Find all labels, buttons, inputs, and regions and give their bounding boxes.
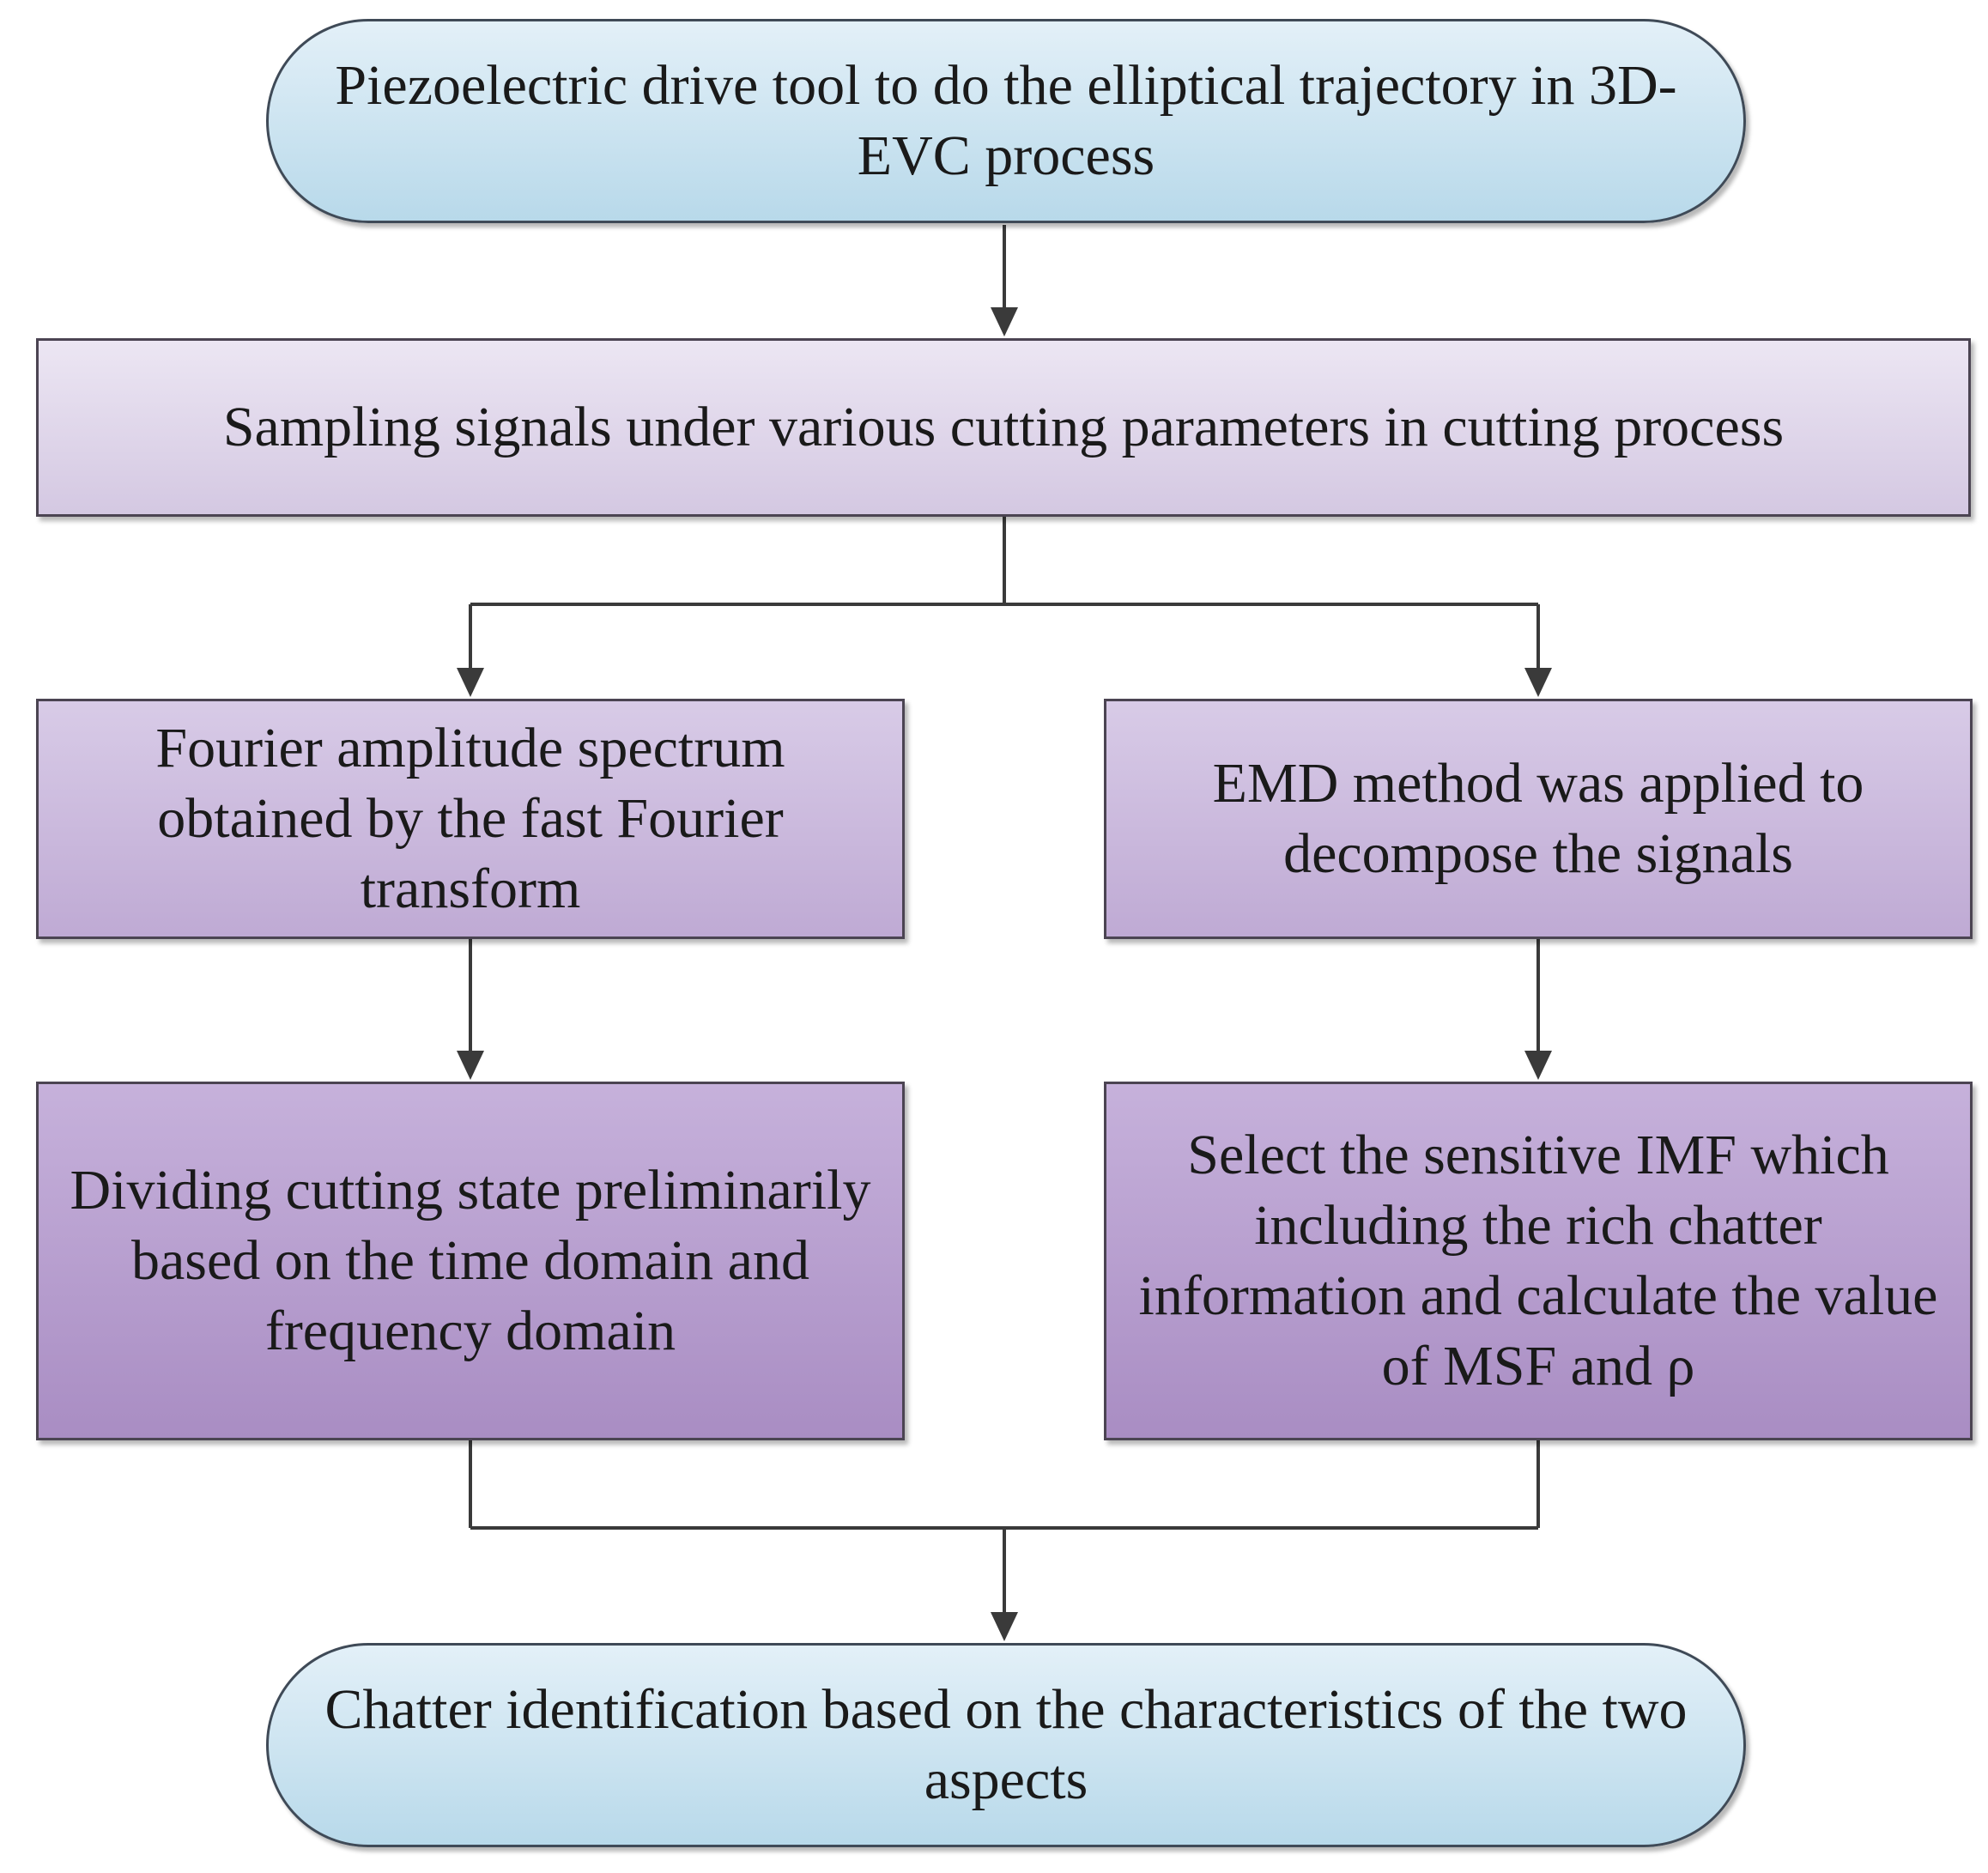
arrowhead-end	[991, 1612, 1018, 1641]
arrowhead-sampling	[991, 307, 1018, 336]
arrowhead-dividing	[457, 1051, 484, 1080]
arrowhead-emd	[1524, 668, 1552, 697]
fourier-label: Fourier amplitude spectrum obtained by t…	[155, 717, 785, 920]
dividing-process-box: Dividing cutting state preliminarily bas…	[36, 1082, 905, 1440]
sampling-process-box: Sampling signals under various cutting p…	[36, 338, 1971, 517]
end-terminal: Chatter identification based on the char…	[266, 1643, 1746, 1847]
arrowhead-fourier	[457, 668, 484, 697]
end-label: Chatter identification based on the char…	[324, 1678, 1688, 1811]
dividing-label: Dividing cutting state preliminarily bas…	[70, 1159, 871, 1362]
fourier-process-box: Fourier amplitude spectrum obtained by t…	[36, 699, 905, 939]
start-label: Piezoelectric drive tool to do the ellip…	[335, 54, 1677, 187]
emd-process-box: EMD method was applied to decompose the …	[1104, 699, 1973, 939]
arrowhead-select	[1524, 1051, 1552, 1080]
sampling-label: Sampling signals under various cutting p…	[222, 396, 1785, 459]
select-imf-process-box: Select the sensitive IMF which including…	[1104, 1082, 1973, 1440]
emd-label: EMD method was applied to decompose the …	[1212, 752, 1864, 885]
start-terminal: Piezoelectric drive tool to do the ellip…	[266, 19, 1746, 223]
select-imf-label: Select the sensitive IMF which including…	[1138, 1124, 1938, 1397]
